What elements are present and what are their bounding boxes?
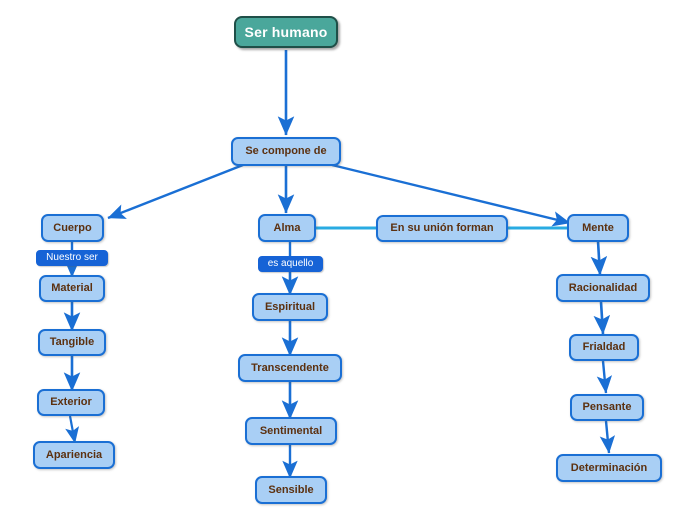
edge-mente-to-racionalidad bbox=[590, 240, 608, 276]
node-transcendente[interactable]: Transcendente bbox=[238, 354, 342, 382]
edge-exterior-to-apariencia bbox=[65, 415, 80, 444]
node-label: Exterior bbox=[50, 396, 92, 408]
node-pensante[interactable]: Pensante bbox=[570, 394, 644, 421]
node-cuerpo[interactable]: Cuerpo bbox=[41, 214, 104, 242]
node-alma[interactable]: Alma bbox=[258, 214, 316, 242]
node-mente[interactable]: Mente bbox=[567, 214, 629, 242]
node-racionalidad[interactable]: Racionalidad bbox=[556, 274, 650, 302]
node-label: Apariencia bbox=[45, 448, 103, 461]
node-label: Tangible bbox=[49, 336, 95, 348]
node-sensible[interactable]: Sensible bbox=[255, 476, 327, 504]
node-espiritual[interactable]: Espiritual bbox=[252, 293, 328, 321]
link-label-text: Nuestro ser bbox=[46, 252, 98, 263]
edge-compone-to-cuerpo bbox=[107, 163, 244, 220]
node-determinacion[interactable]: Determinación bbox=[556, 454, 662, 482]
link-label-es-aquello[interactable]: es aquello bbox=[258, 256, 323, 272]
node-label: Sensible bbox=[268, 483, 314, 496]
node-label: Sentimental bbox=[259, 424, 323, 437]
node-label: Cuerpo bbox=[53, 221, 92, 234]
link-label-text: es aquello bbox=[267, 258, 314, 269]
node-tangible[interactable]: Tangible bbox=[38, 329, 106, 356]
node-label: Determinación bbox=[570, 461, 648, 474]
node-en-su-union-forman[interactable]: En su unión forman bbox=[376, 215, 508, 242]
link-label-nuestro-ser[interactable]: Nuestro ser bbox=[36, 250, 108, 266]
node-label: Se compone de bbox=[245, 145, 327, 157]
node-ser-humano[interactable]: Ser humano bbox=[234, 16, 338, 48]
node-label: Transcendente bbox=[251, 361, 329, 374]
node-frialdad[interactable]: Frialdad bbox=[569, 334, 639, 361]
node-label: Alma bbox=[273, 221, 301, 234]
node-label: Pensante bbox=[582, 401, 632, 413]
edge-pensante-to-determinacion bbox=[599, 420, 616, 454]
edge-racionalidad-to-frialdad bbox=[593, 301, 611, 335]
node-label: Frialdad bbox=[582, 341, 626, 353]
node-label: Material bbox=[51, 282, 93, 294]
node-exterior[interactable]: Exterior bbox=[37, 389, 105, 416]
node-label: Ser humano bbox=[244, 24, 328, 40]
node-label: Mente bbox=[582, 221, 614, 234]
edge-frialdad-to-pensante bbox=[596, 360, 613, 394]
node-label: En su unión forman bbox=[390, 222, 494, 234]
node-apariencia[interactable]: Apariencia bbox=[33, 441, 115, 469]
node-label: Racionalidad bbox=[568, 281, 638, 294]
node-label: Espiritual bbox=[264, 300, 316, 313]
node-se-compone-de[interactable]: Se compone de bbox=[231, 137, 341, 166]
node-material[interactable]: Material bbox=[39, 275, 105, 302]
node-sentimental[interactable]: Sentimental bbox=[245, 417, 337, 445]
